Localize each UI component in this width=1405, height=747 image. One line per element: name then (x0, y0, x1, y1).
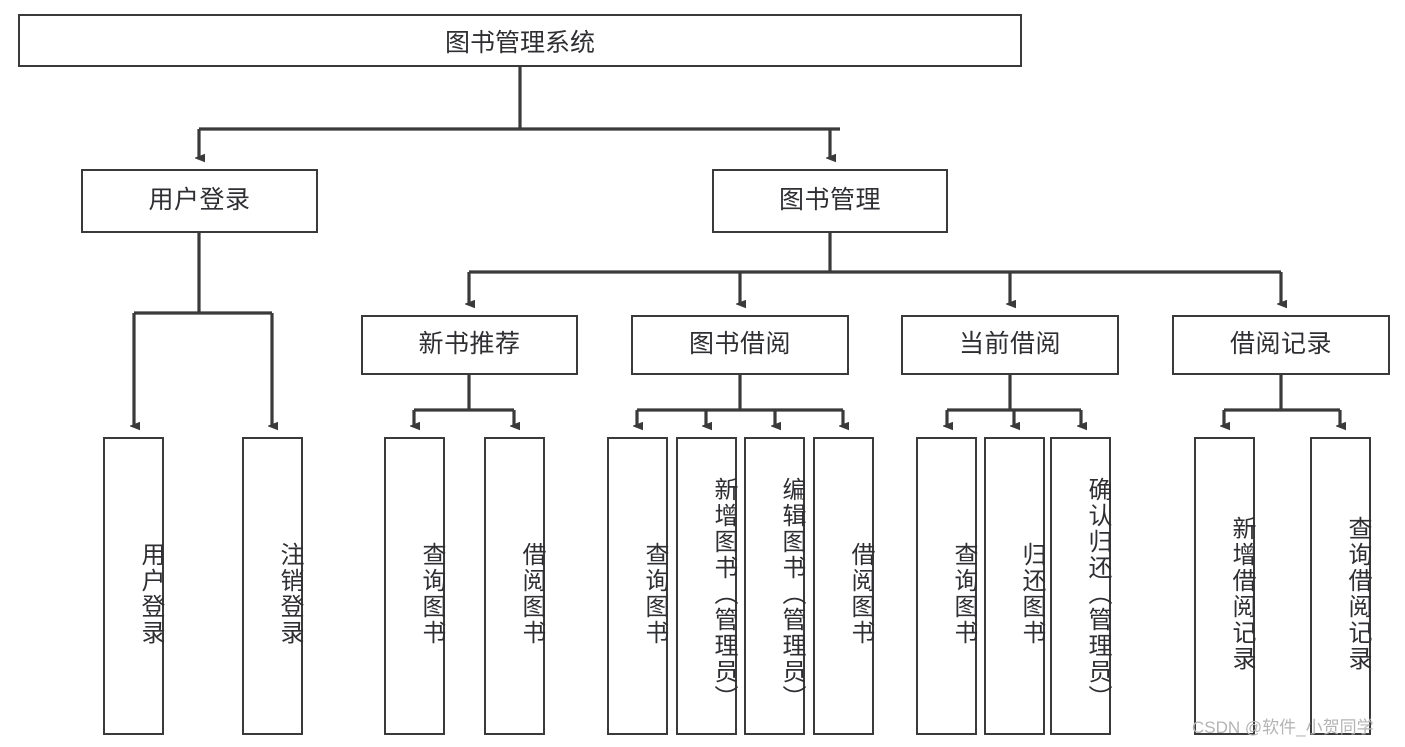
node-label: 借阅记录 (1229, 330, 1332, 359)
leaf-borrow-borrow-book[interactable]: 借阅图书 (813, 437, 874, 735)
leaf-borrow-query-book[interactable]: 查询图书 (607, 437, 668, 735)
leaf-current-return-book[interactable]: 归还图书 (984, 437, 1045, 735)
leaf-borrow-edit-book-admin[interactable]: 编辑图书（管理员） (744, 437, 805, 735)
node-label: 用户登录 (137, 542, 164, 646)
leaf-recommend-query-book[interactable]: 查询图书 (384, 437, 445, 735)
node-label: 查询图书 (418, 542, 445, 646)
node-new-book-recommend[interactable]: 新书推荐 (361, 315, 578, 375)
node-label: 新增图书（管理员） (710, 477, 737, 711)
leaf-record-add-record[interactable]: 新增借阅记录 (1194, 437, 1255, 735)
node-label: 图书管理 (778, 186, 881, 215)
leaf-current-query-book[interactable]: 查询图书 (916, 437, 977, 735)
node-root-system[interactable]: 图书管理系统 (18, 14, 1022, 67)
node-book-borrow[interactable]: 图书借阅 (631, 315, 849, 375)
node-label: 借阅图书 (518, 542, 545, 646)
node-label: 新增借阅记录 (1228, 516, 1255, 672)
leaf-user-login-signout[interactable]: 注销登录 (242, 437, 303, 735)
node-label: 查询借阅记录 (1344, 516, 1371, 672)
csdn-watermark: CSDN @软件_小贺同学 (1192, 718, 1374, 737)
node-label: 新书推荐 (418, 330, 521, 359)
node-label: 当前借阅 (958, 330, 1061, 359)
node-label: 查询图书 (950, 542, 977, 646)
leaf-recommend-borrow-book[interactable]: 借阅图书 (484, 437, 545, 735)
leaf-borrow-add-book-admin[interactable]: 新增图书（管理员） (676, 437, 737, 735)
leaf-record-query-record[interactable]: 查询借阅记录 (1310, 437, 1371, 735)
node-borrow-record[interactable]: 借阅记录 (1172, 315, 1390, 375)
node-label: 用户登录 (148, 186, 251, 215)
node-label: 编辑图书（管理员） (778, 477, 805, 711)
node-label: 查询图书 (641, 542, 668, 646)
leaf-user-login-signin[interactable]: 用户登录 (103, 437, 164, 735)
node-book-management[interactable]: 图书管理 (712, 169, 948, 233)
node-label: 图书管理系统 (444, 28, 595, 57)
node-current-borrow[interactable]: 当前借阅 (901, 315, 1119, 375)
node-label: 归还图书 (1018, 542, 1045, 646)
node-label: 确认归还（管理员） (1084, 477, 1111, 711)
leaf-current-confirm-return-admin[interactable]: 确认归还（管理员） (1050, 437, 1111, 735)
node-user-login[interactable]: 用户登录 (81, 169, 318, 233)
node-label: 注销登录 (276, 542, 303, 646)
node-label: 图书借阅 (688, 330, 791, 359)
node-label: 借阅图书 (847, 542, 874, 646)
